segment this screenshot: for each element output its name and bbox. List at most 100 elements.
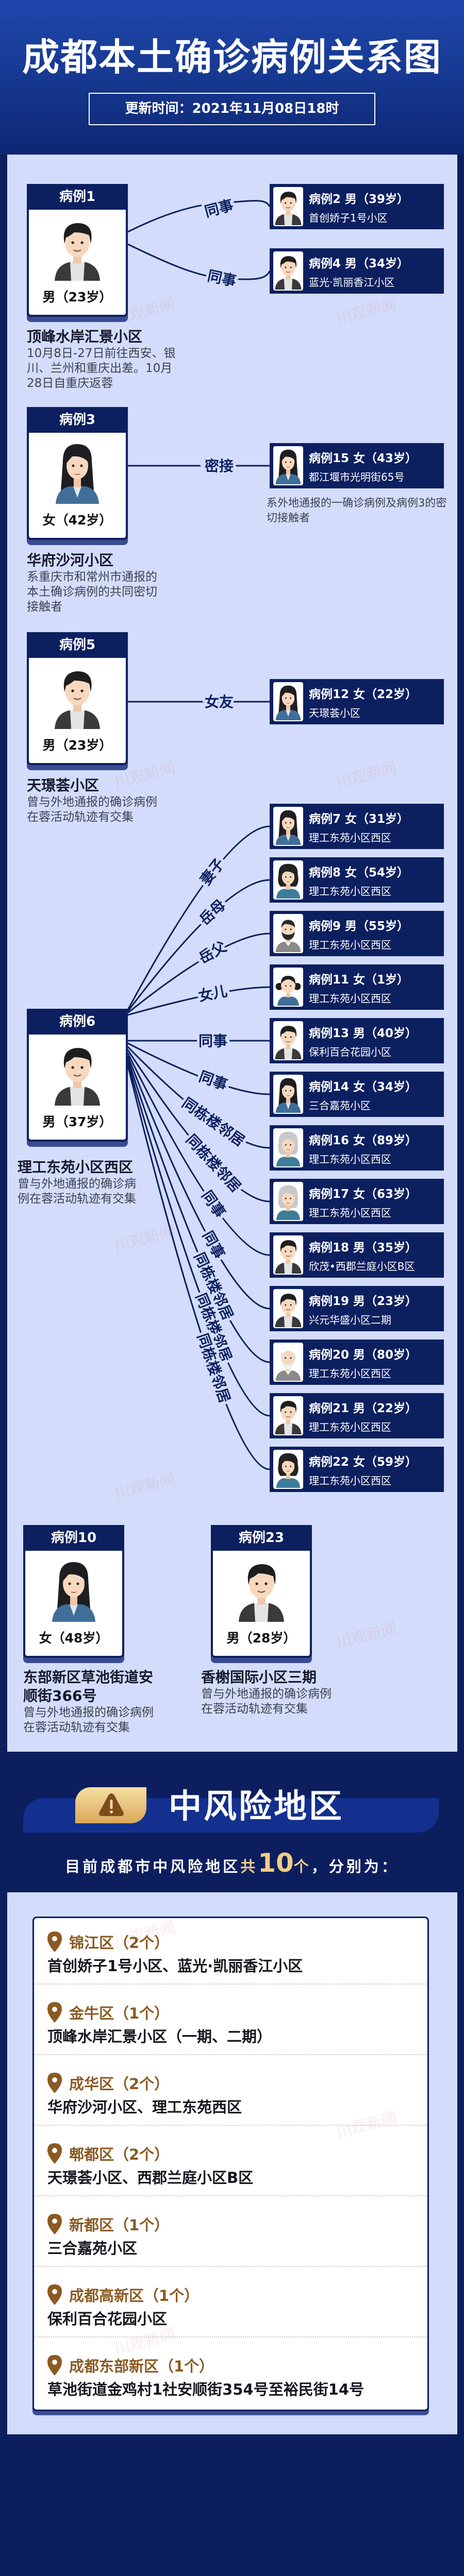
summary-prefix: 目前成都市中风险地区 [65, 1858, 241, 1875]
gender-age: 男（23岁） [42, 290, 112, 304]
contact-place: 保利百合花园小区 [309, 1046, 391, 1058]
contact-card: 病例18 男（35岁）欣茂•西郡兰庭小区B区 [270, 1232, 444, 1278]
case-info-10: 东部新区草池街道安顺街366号 曾与外地通报的确诊病例在蓉活动轨迹有交集 [23, 1668, 160, 1735]
case-info-5: 天璟荟小区 曾与外地通报的确诊病例在蓉活动轨迹有交集 [27, 776, 162, 825]
contact-card: 病例19 男（23岁）兴元华盛小区二期 [270, 1286, 444, 1331]
gender-age: 男（23岁） [42, 738, 112, 753]
contact-label: 病例21 男（22岁） [309, 1402, 418, 1415]
contact-card: 病例17 女（63岁）理工东苑小区西区 [270, 1179, 444, 1224]
contact-label: 病例9 男（55岁） [309, 920, 409, 933]
district-name: 成都高新区（1个） [69, 2287, 200, 2304]
case-place: 天璟荟小区 [27, 777, 100, 794]
woman-avatar-icon [273, 682, 303, 721]
summary-suffix: ，分别为： [311, 1858, 399, 1875]
case-place: 华府沙河小区 [27, 552, 114, 569]
summary-unit: 个 [293, 1858, 311, 1875]
district-places: 草池街道金鸡村1社安顺街354号至裕民街14号 [47, 2381, 364, 2398]
page-footer-band [0, 2434, 464, 2470]
case-desc: 曾与外地通报的确诊病例在蓉活动轨迹有交集 [27, 795, 157, 824]
contact-place: 天璟荟小区 [309, 707, 360, 719]
case-card-10: 病例10 女（48岁） [23, 1525, 124, 1658]
old-woman-avatar-icon [273, 1182, 303, 1221]
location-pin-icon [47, 2284, 62, 2305]
divider [34, 2266, 427, 2267]
location-pin-icon [47, 2214, 62, 2234]
case-desc: 曾与外地通报的确诊病例在蓉活动轨迹有交集 [18, 1177, 136, 1206]
contact-card: 病例15 女（43岁）都江堰市光明街65号 [270, 443, 444, 488]
location-pin-icon [47, 1931, 62, 1952]
case-card-23: 病例23 男（28岁） [211, 1525, 312, 1658]
contact-label: 病例2 男（39岁） [309, 193, 409, 206]
contact-place: 蓝光·凯丽香江小区 [309, 276, 395, 289]
update-time: 更新时间：2021年11月08日18时 [89, 93, 375, 125]
case-label: 病例10 [23, 1525, 124, 1551]
gender-age: 女（48岁） [39, 1631, 109, 1646]
contact-label: 病例8 女（54岁） [309, 866, 409, 879]
contact-place: 理工东苑小区西区 [309, 832, 391, 844]
contact-card: 病例20 男（80岁）理工东苑小区西区 [270, 1340, 444, 1385]
case-label: 病例6 [27, 1009, 128, 1035]
contact-label: 病例18 男（35岁） [309, 1241, 418, 1255]
contact-place: 理工东苑小区西区 [309, 1421, 391, 1433]
contact-label: 病例16 女（89岁） [309, 1134, 418, 1147]
divider [34, 2336, 427, 2337]
contact-label: 病例12 女（22岁） [309, 688, 418, 701]
contact-place: 理工东苑小区西区 [309, 885, 391, 897]
district-places: 三合嘉苑小区 [47, 2240, 138, 2257]
contact-label: 病例11 女（1岁） [309, 973, 409, 987]
district-name: 金牛区（1个） [69, 2005, 170, 2022]
location-pin-icon [47, 2073, 62, 2093]
district-heading: 成华区（2个） [47, 2072, 169, 2094]
page-title: 成都本土确诊病例关系图 [22, 35, 442, 79]
district-heading: 郫都区（2个） [47, 2143, 169, 2164]
district-name: 成华区（2个） [69, 2075, 170, 2093]
location-pin-icon [47, 2143, 62, 2164]
case-place: 顶峰水岸汇景小区 [27, 328, 143, 345]
old-man-avatar-icon [273, 1343, 303, 1382]
risk-list-card [32, 1917, 429, 2411]
district-places: 保利百合花园小区 [47, 2310, 168, 2328]
gender-age: 男（28岁） [226, 1631, 296, 1646]
contact-place: 兴元华盛小区二期 [309, 1314, 391, 1326]
man-avatar-icon [273, 1396, 303, 1435]
contact-card: 病例7 女（31岁）理工东苑小区西区 [270, 804, 444, 849]
contact-card: 病例4 男（34岁） 蓝光·凯丽香江小区 [270, 248, 444, 294]
bearded-man-avatar-icon [273, 914, 303, 953]
case-place: 香榭国际小区三期 [201, 1669, 317, 1686]
district-heading: 成都高新区（1个） [47, 2284, 199, 2306]
gender-age: 男（37岁） [42, 1114, 112, 1129]
case-label: 病例1 [27, 184, 128, 210]
man-avatar-icon [273, 1289, 303, 1328]
man-avatar-icon [236, 1558, 287, 1622]
case-card-5: 病例5 男（23岁） [27, 632, 128, 765]
contact-card: 病例12 女（22岁） 天璟荟小区 [270, 679, 444, 724]
case-card-3: 病例3 女（42岁） [27, 407, 128, 540]
district-name: 新都区（1个） [69, 2216, 170, 2234]
contact-place: 理工东苑小区西区 [309, 1367, 391, 1380]
contact-label: 病例22 女（59岁） [309, 1455, 418, 1469]
contact-card: 病例9 男（55岁）理工东苑小区西区 [270, 911, 444, 956]
case-info-1: 顶峰水岸汇景小区 10月8日-27日前往西安、银川、兰州和重庆出差。10月28日… [27, 328, 181, 391]
district-heading: 锦江区（2个） [47, 1931, 169, 1953]
contact-card: 病例13 男（40岁）保利百合花园小区 [270, 1018, 444, 1063]
contact-place: 理工东苑小区西区 [309, 992, 391, 1005]
contact-place: 理工东苑小区西区 [309, 1475, 391, 1487]
district-name: 锦江区（2个） [69, 1934, 170, 1952]
divider [34, 2125, 427, 2126]
contact-card: 病例21 男（22岁） 理工东苑小区西区 [270, 1393, 444, 1438]
case-info-6: 理工东苑小区西区 曾与外地通报的确诊病例在蓉活动轨迹有交集 [18, 1158, 141, 1207]
case-desc: 曾与外地通报的确诊病例在蓉活动轨迹有交集 [23, 1706, 154, 1734]
district-heading: 新都区（1个） [47, 2213, 169, 2235]
man-avatar-icon [52, 665, 103, 729]
risk-summary: 目前成都市中风险地区共10个，分别为： [0, 1848, 464, 1878]
man-avatar-icon [273, 251, 303, 291]
woman-avatar-icon [273, 446, 303, 485]
contact-card: 病例11 女（1岁） 理工东苑小区西区 [270, 964, 444, 1010]
district-name: 成都东部新区（1个） [69, 2358, 214, 2375]
district-places: 天璟荟小区、西郡兰庭小区B区 [47, 2169, 254, 2187]
contact-label: 病例4 男（34岁） [309, 257, 409, 270]
risk-count: 10 [258, 1848, 294, 1878]
man-avatar-icon [273, 1235, 303, 1275]
contact-label: 病例15 女（43岁） [309, 452, 418, 465]
contact-card: 病例2 男（39岁）首创娇子1号小区 [270, 184, 444, 229]
